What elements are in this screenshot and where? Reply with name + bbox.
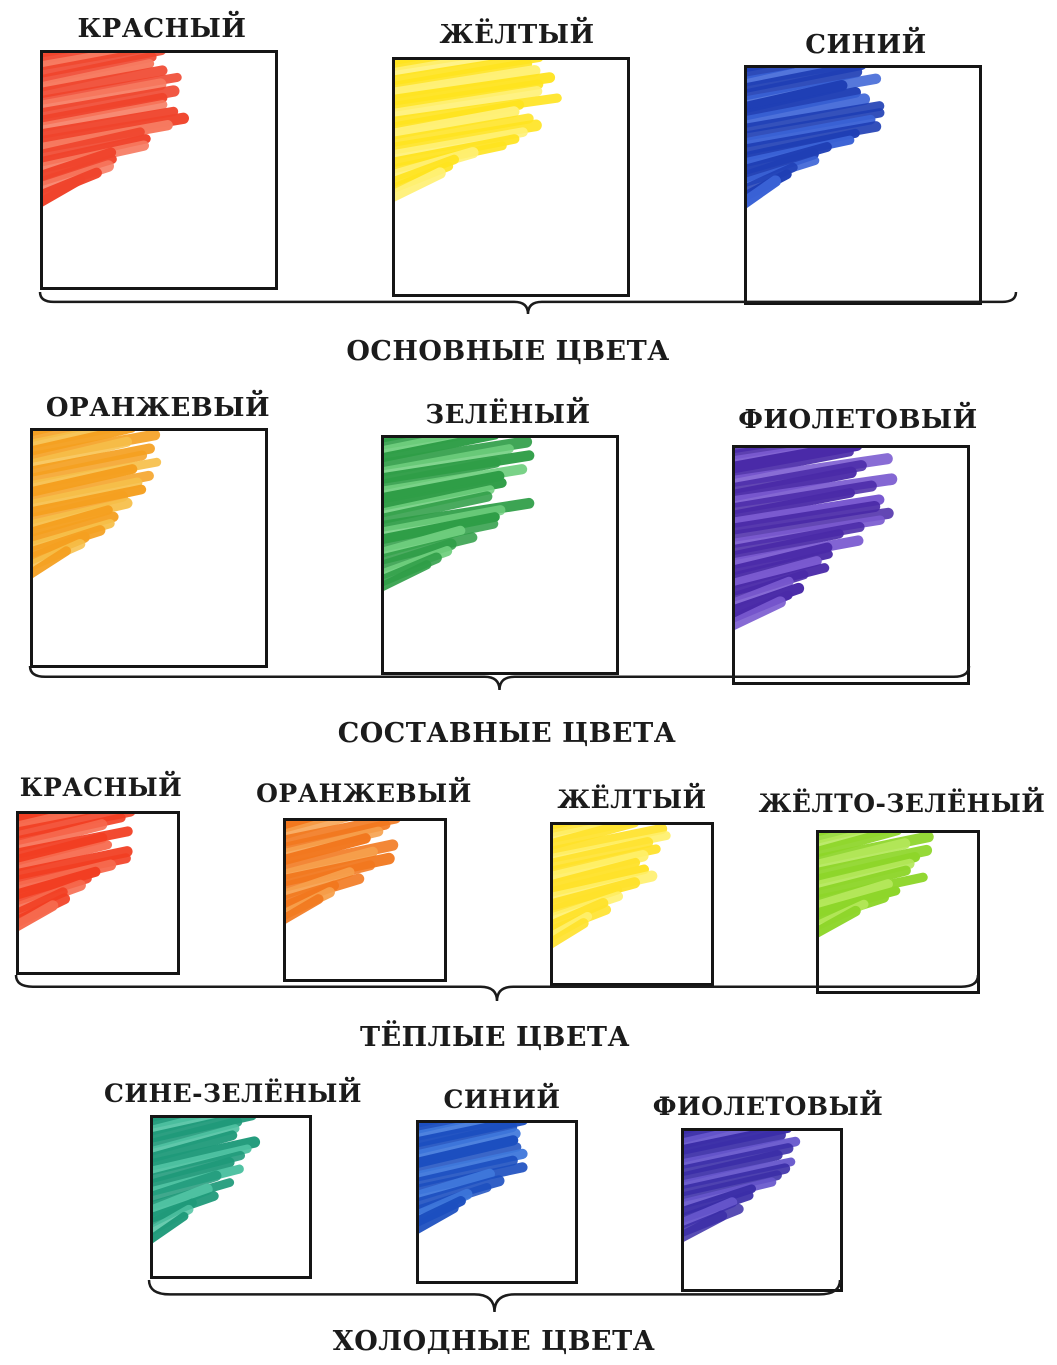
pencil-scribble — [384, 438, 616, 672]
pencil-scribble — [286, 821, 444, 979]
pencil-scribble — [747, 68, 979, 302]
group-brace — [147, 1280, 842, 1318]
color-swatch-box — [416, 1120, 578, 1284]
swatch-label: СИНИЙ — [805, 30, 926, 60]
group-title: СОСТАВНЫЕ ЦВЕТА — [338, 718, 676, 749]
color-swatch-box — [732, 445, 970, 685]
pencil-scribble — [684, 1131, 840, 1289]
pencil-scribble — [19, 814, 177, 972]
pencil-scribble — [735, 448, 967, 682]
swatch-label: ОРАНЖЕВЫЙ — [256, 779, 472, 808]
color-swatch-box — [150, 1115, 312, 1279]
pencil-scribble — [33, 431, 265, 665]
color-swatch-box — [816, 830, 980, 994]
pencil-scribble — [819, 833, 977, 991]
color-swatch-box — [40, 50, 278, 290]
color-swatch-box — [381, 435, 619, 675]
pencil-scribble — [43, 53, 275, 287]
group-brace — [38, 292, 1018, 320]
pencil-scribble — [395, 60, 627, 294]
group-brace — [14, 975, 980, 1007]
pencil-scribble — [153, 1118, 309, 1276]
swatch-label: ЖЁЛТЫЙ — [439, 20, 594, 50]
swatch-label: ЗЕЛЁНЫЙ — [425, 400, 590, 430]
brace-path — [16, 975, 978, 1001]
pencil-scribble — [419, 1123, 575, 1281]
swatch-label: ФИОЛЕТОВЫЙ — [653, 1092, 883, 1121]
swatch-label: СИНИЙ — [444, 1085, 561, 1114]
swatch-label: ФИОЛЕТОВЫЙ — [738, 405, 977, 435]
swatch-label: ОРАНЖЕВЫЙ — [46, 393, 270, 423]
swatch-label: ЖЁЛТЫЙ — [557, 785, 706, 814]
group-title: ОСНОВНЫЕ ЦВЕТА — [346, 336, 669, 367]
color-swatch-box — [681, 1128, 843, 1292]
group-title: ТЁПЛЫЕ ЦВЕТА — [360, 1022, 630, 1053]
color-swatch-box — [550, 822, 714, 986]
brace-path — [149, 1280, 840, 1312]
pencil-scribble — [553, 825, 711, 983]
swatch-label: ЖЁЛТО-ЗЕЛЁНЫЙ — [759, 789, 1046, 818]
color-swatch-box — [16, 811, 180, 975]
group-title: ХОЛОДНЫЕ ЦВЕТА — [333, 1326, 655, 1357]
color-swatch-box — [283, 818, 447, 982]
brace-path — [40, 292, 1016, 314]
color-swatch-box — [744, 65, 982, 305]
group-brace — [28, 666, 971, 696]
color-swatch-box — [30, 428, 268, 668]
brace-path — [30, 666, 969, 690]
swatch-label: СИНЕ-ЗЕЛЁНЫЙ — [104, 1079, 362, 1108]
color-swatch-box — [392, 57, 630, 297]
swatch-label: КРАСНЫЙ — [20, 773, 183, 802]
swatch-label: КРАСНЫЙ — [78, 14, 247, 44]
